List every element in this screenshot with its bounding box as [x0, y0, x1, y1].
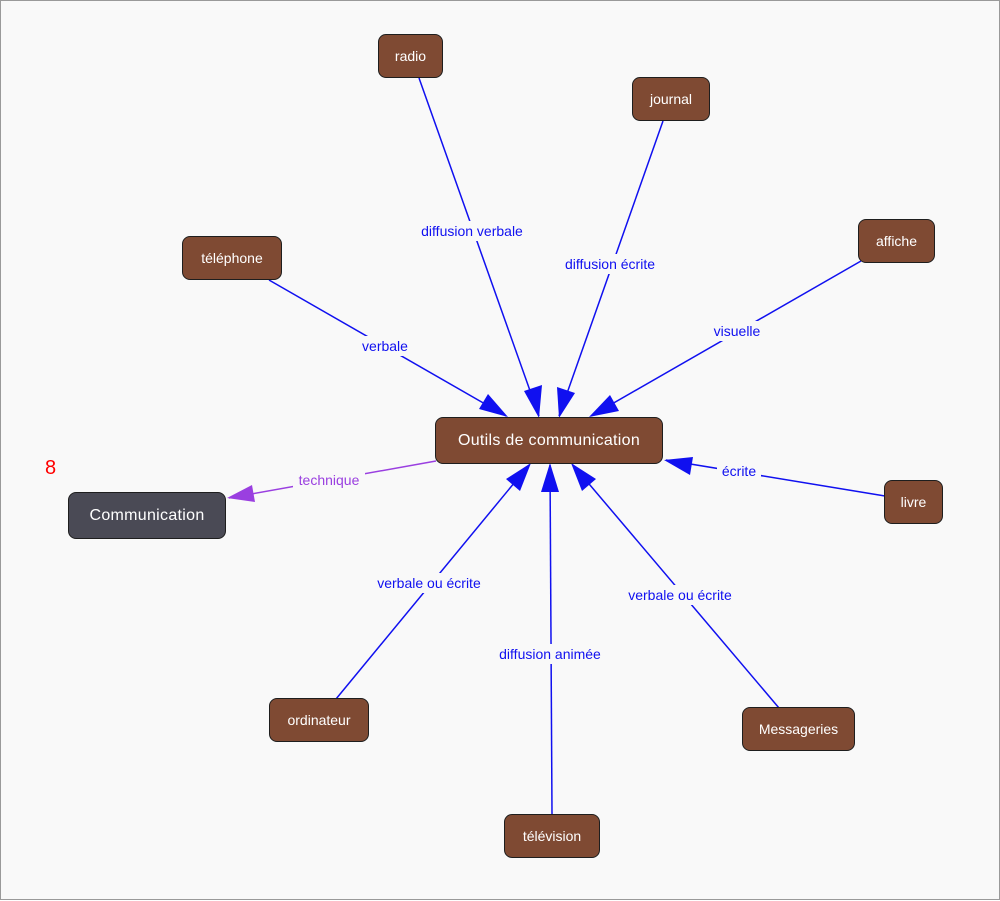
node-ordinateur[interactable]: ordinateur — [269, 698, 369, 742]
edge-label-messageries: verbale ou écrite — [628, 587, 732, 603]
edge-label-root: technique — [299, 472, 360, 488]
edge-label-affiche: visuelle — [714, 323, 761, 339]
arrowhead-journal — [557, 387, 575, 418]
arrowhead-telephone — [479, 394, 508, 417]
edge-radio — [418, 77, 540, 417]
node-television[interactable]: télévision — [504, 814, 600, 858]
edge-television — [549, 464, 553, 815]
edge-label-radio: diffusion verbale — [421, 223, 523, 239]
arrowhead-ordinateur — [506, 463, 531, 491]
arrowhead-root — [227, 485, 255, 502]
node-affiche[interactable]: affiche — [858, 219, 935, 263]
arrowhead-messageries — [571, 463, 596, 491]
node-livre[interactable]: livre — [884, 480, 943, 524]
node-outils-de-communication[interactable]: Outils de communication — [435, 417, 663, 464]
edge-label-livre: écrite — [722, 463, 756, 479]
edge-label-telephone: verbale — [362, 338, 408, 354]
map-number: 8 — [45, 457, 57, 479]
node-telephone[interactable]: téléphone — [182, 236, 282, 280]
node-messageries[interactable]: Messageries — [742, 707, 855, 751]
edge-label-television: diffusion animée — [499, 646, 601, 662]
arrowhead-livre — [664, 457, 693, 475]
node-journal[interactable]: journal — [632, 77, 710, 121]
node-communication[interactable]: Communication — [68, 492, 226, 539]
edge-label-ordinateur: verbale ou écrite — [377, 575, 481, 591]
edge-label-journal: diffusion écrite — [565, 256, 655, 272]
arrowhead-radio — [524, 385, 542, 418]
arrowhead-affiche — [589, 395, 619, 417]
node-radio[interactable]: radio — [378, 34, 443, 78]
edge-livre — [665, 459, 886, 497]
arrowhead-television — [541, 463, 559, 492]
